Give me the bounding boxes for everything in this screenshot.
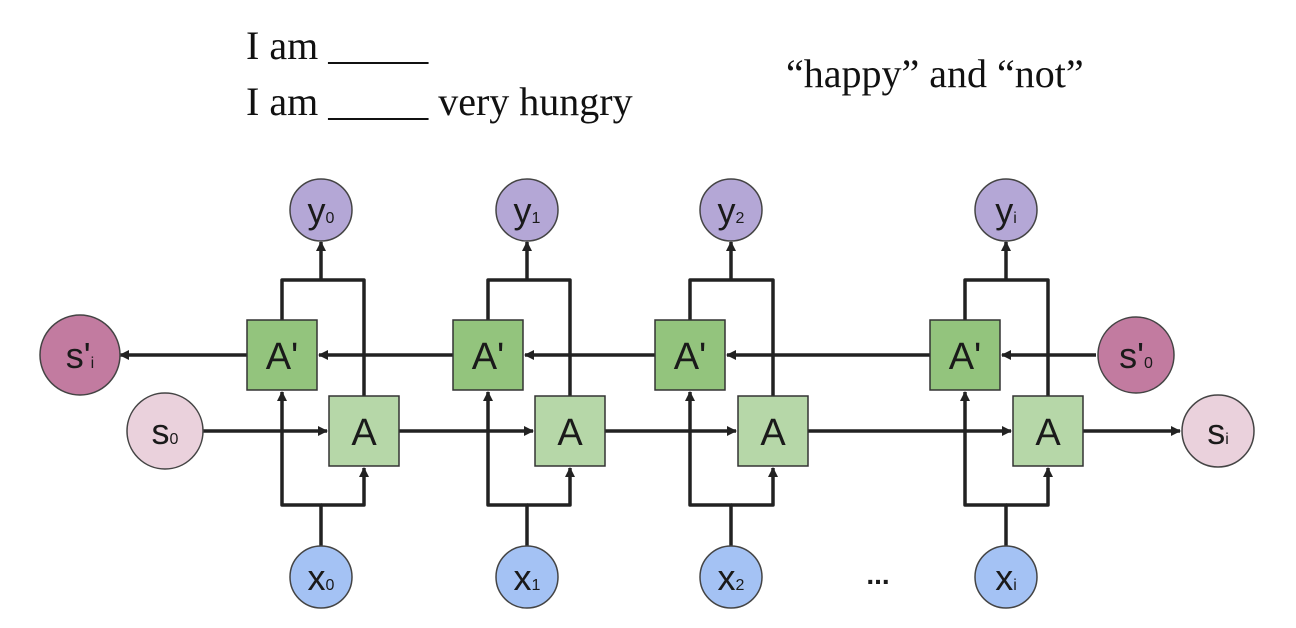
candidate-words: “happy” and “not” xyxy=(786,51,1084,96)
state-forward-start-circle xyxy=(126,392,204,470)
input-to-backward-3 xyxy=(960,391,1008,547)
input-node-2: x2 xyxy=(699,545,763,609)
output-node-0-circle xyxy=(289,178,353,242)
input-to-forward-2 xyxy=(731,467,778,507)
output-node-2: y2 xyxy=(699,178,763,242)
sentence-line-2: I am _____ very hungry xyxy=(246,79,633,124)
ellipsis: ... xyxy=(866,559,889,590)
output-node-1-circle xyxy=(495,178,559,242)
backward-cell-2: A' xyxy=(654,319,726,391)
input-to-forward-1 xyxy=(527,467,575,507)
forward-cell-2: A xyxy=(737,395,809,467)
output-node-2-circle xyxy=(699,178,763,242)
input-node-2-circle xyxy=(699,545,763,609)
forward-cell-2-label: A xyxy=(760,412,786,454)
sentence-line-1: I am _____ xyxy=(246,23,429,68)
output-node-3-circle xyxy=(974,178,1038,242)
backward-cell-1-rect xyxy=(452,319,524,391)
output-node-0-label: y0 xyxy=(308,190,335,231)
output-node-1-label: y1 xyxy=(514,190,541,231)
input-node-1: x1 xyxy=(495,545,559,609)
forward-cell-1: A xyxy=(534,395,606,467)
output-node-0: y0 xyxy=(289,178,353,242)
input-node-2-label: x2 xyxy=(718,557,745,598)
input-node-0: x0 xyxy=(289,545,353,609)
backward-cell-2-label: A' xyxy=(674,336,707,378)
input-node-3: xi xyxy=(974,545,1038,609)
backward-cell-2-rect xyxy=(654,319,726,391)
input-node-3-circle xyxy=(974,545,1038,609)
input-to-forward-0 xyxy=(321,467,369,507)
state-forward-end: si xyxy=(1181,394,1255,468)
state-forward-start: s0 xyxy=(126,392,204,470)
forward-cell-0: A xyxy=(328,395,400,467)
input-node-0-circle xyxy=(289,545,353,609)
input-to-backward-1 xyxy=(483,391,529,547)
output-node-3-label: yi xyxy=(995,190,1017,231)
state-backward-start: s'0 xyxy=(1097,316,1175,394)
input-to-forward-3 xyxy=(1006,467,1053,507)
input-node-1-label: x1 xyxy=(514,557,541,598)
backward-cell-0-rect xyxy=(246,319,318,391)
input-to-backward-2 xyxy=(685,391,733,547)
output-node-2-label: y2 xyxy=(718,190,745,231)
state-forward-end-circle xyxy=(1181,394,1255,468)
input-node-0-label: x0 xyxy=(308,557,335,598)
state-backward-end: s'i xyxy=(39,314,121,396)
backward-cell-0: A' xyxy=(246,319,318,391)
state-backward-end-circle xyxy=(39,314,121,396)
forward-cell-3-label: A xyxy=(1035,412,1061,454)
forward-cell-3-rect xyxy=(1012,395,1084,467)
cells-to-output-0 xyxy=(280,278,366,396)
input-node-1-circle xyxy=(495,545,559,609)
state-backward-start-label: s'0 xyxy=(1119,335,1153,376)
state-backward-start-circle xyxy=(1097,316,1175,394)
backward-cell-3: A' xyxy=(929,319,1001,391)
forward-cell-3: A xyxy=(1012,395,1084,467)
input-node-3-label: xi xyxy=(995,557,1017,598)
forward-cell-2-rect xyxy=(737,395,809,467)
backward-cell-1-label: A' xyxy=(472,336,505,378)
backward-cell-3-rect xyxy=(929,319,1001,391)
input-to-backward-0 xyxy=(277,391,323,547)
forward-cell-1-rect xyxy=(534,395,606,467)
output-node-1: y1 xyxy=(495,178,559,242)
state-forward-end-label: si xyxy=(1207,411,1229,452)
backward-cell-3-label: A' xyxy=(949,336,982,378)
cells-to-output-1 xyxy=(486,278,572,396)
backward-cell-0-label: A' xyxy=(266,336,299,378)
forward-cell-0-rect xyxy=(328,395,400,467)
forward-cell-0-label: A xyxy=(351,412,377,454)
forward-cell-1-label: A xyxy=(557,412,583,454)
output-node-3: yi xyxy=(974,178,1038,242)
backward-cell-1: A' xyxy=(452,319,524,391)
state-forward-start-label: s0 xyxy=(152,411,179,452)
state-backward-end-label: s'i xyxy=(66,335,94,376)
